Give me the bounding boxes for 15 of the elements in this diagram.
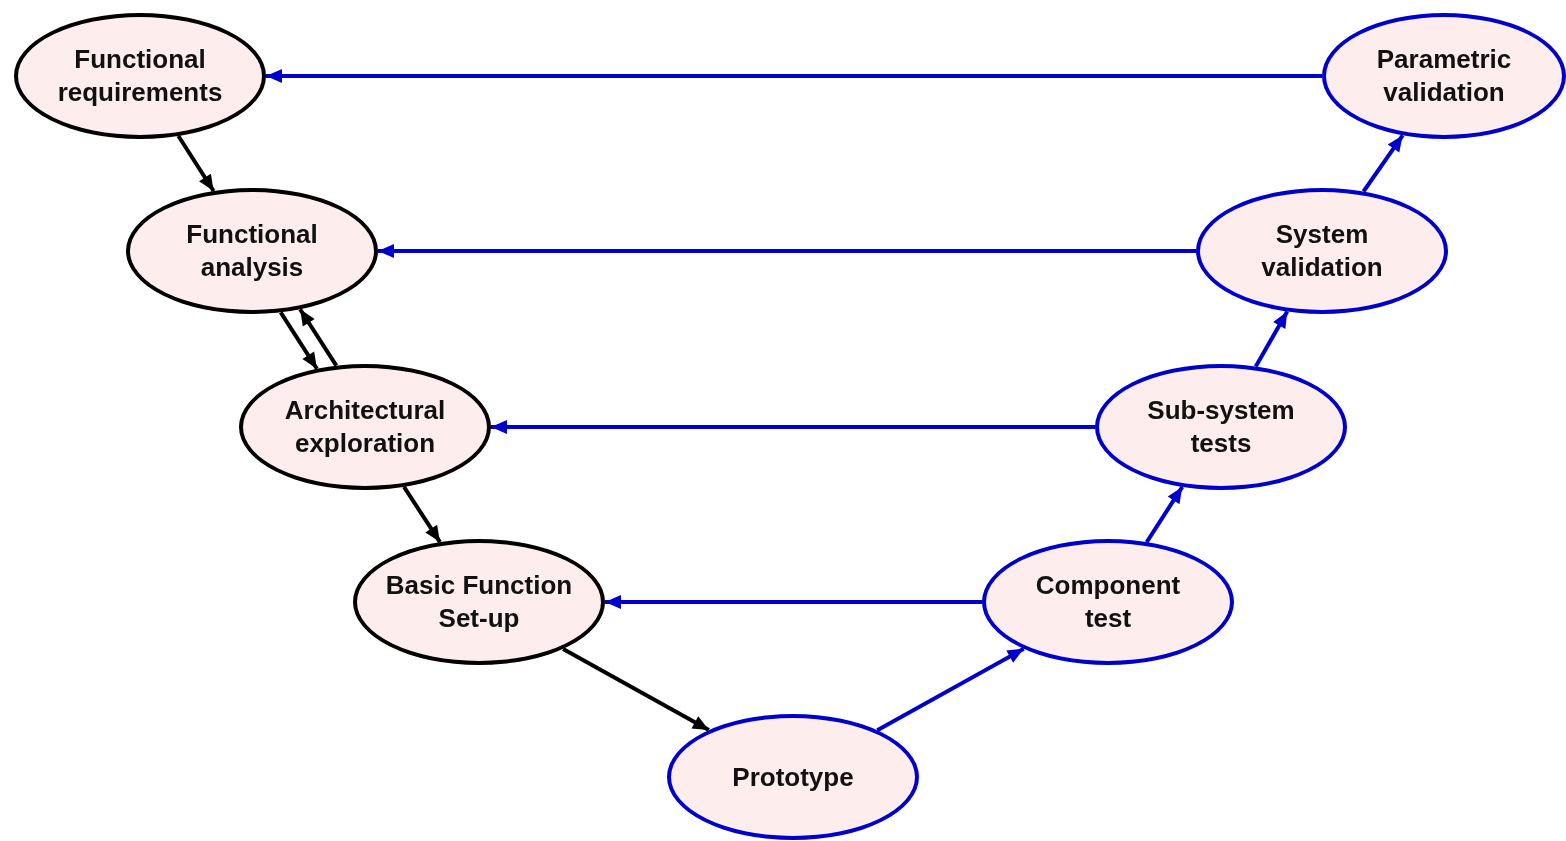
arrow xyxy=(491,420,1095,434)
node-label: Sub-system tests xyxy=(1146,394,1296,460)
node-label: Architectural exploration xyxy=(283,394,447,460)
node-label: Prototype xyxy=(732,760,854,794)
node-label: Functional analysis xyxy=(185,218,319,284)
node-label: System validation xyxy=(1260,218,1384,284)
node-label: Basic Function Set-up xyxy=(384,569,574,635)
node-label: Functional requirements xyxy=(56,43,224,109)
node-label: Parametric validation xyxy=(1375,43,1513,109)
arrow xyxy=(378,244,1196,258)
arrow xyxy=(605,595,982,609)
arrow xyxy=(266,69,1322,83)
arrow xyxy=(876,647,1025,732)
node-label: Component test xyxy=(1034,569,1182,635)
arrow xyxy=(562,647,710,732)
